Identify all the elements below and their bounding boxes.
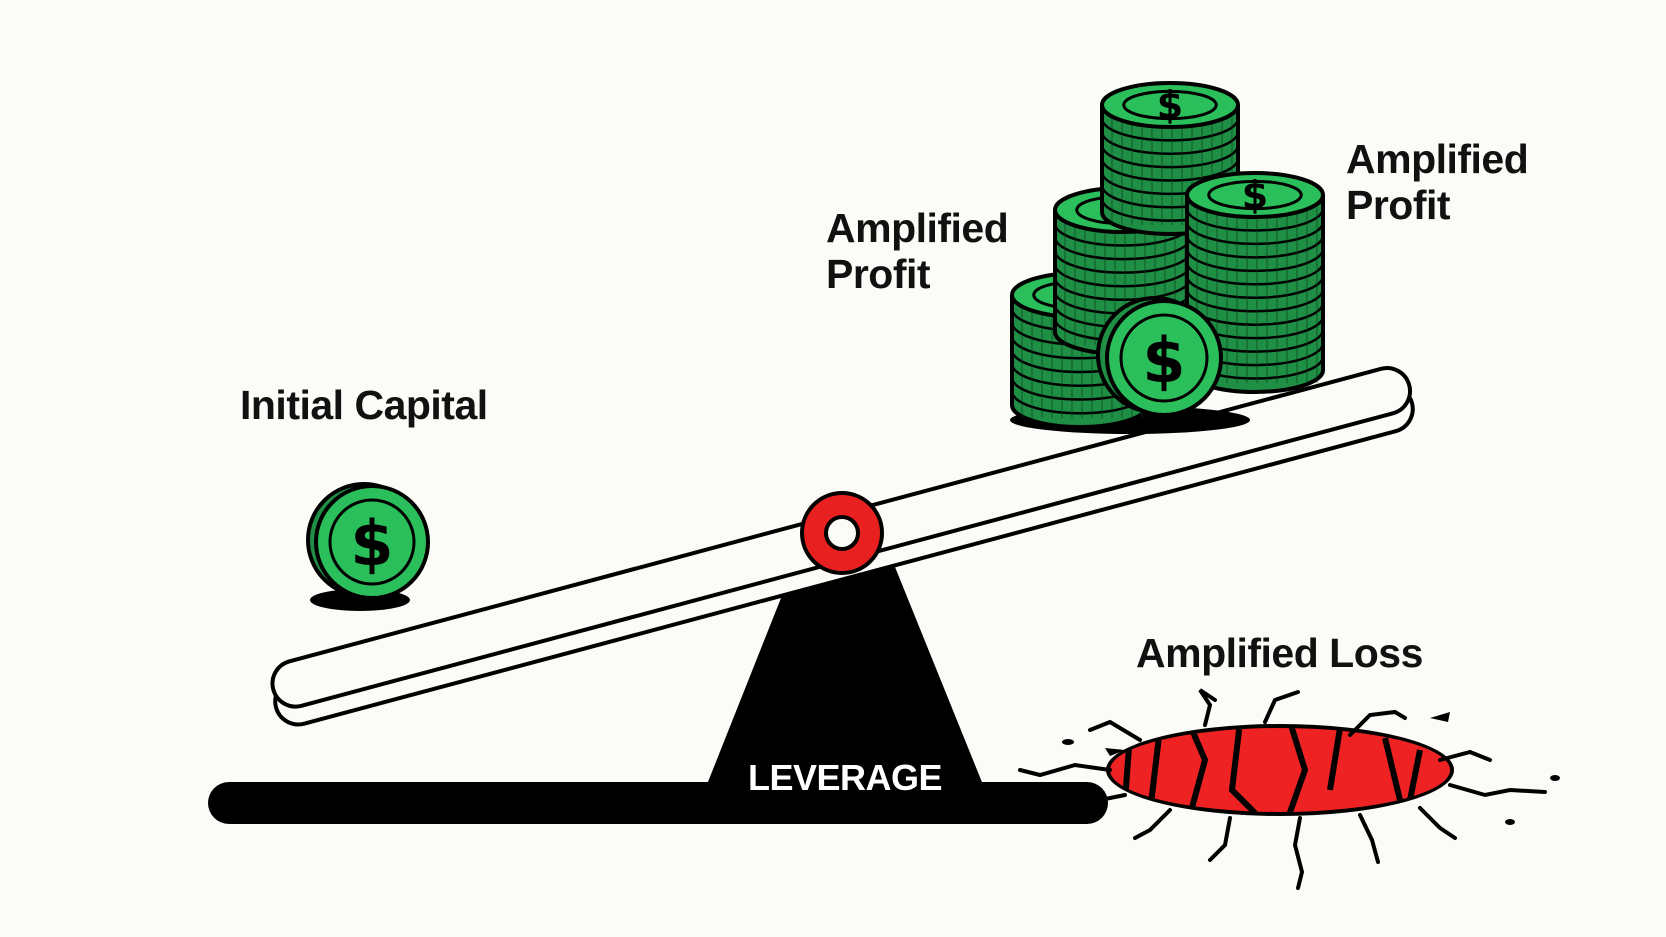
profit-right-line2: Profit: [1346, 182, 1451, 228]
leverage-label: LEVERAGE: [748, 757, 942, 798]
dollar-sign: $: [1142, 324, 1185, 397]
initial-capital-text: Initial Capital: [240, 382, 488, 428]
fulcrum: [700, 520, 990, 802]
initial-capital-label: Initial Capital: [240, 382, 488, 428]
front-coin: $: [1096, 296, 1223, 417]
amplified-profit-left-label: Amplified Profit: [826, 205, 1009, 297]
dollar-sign: $: [1242, 173, 1268, 217]
pivot: [800, 491, 884, 575]
dollar-sign: $: [350, 507, 393, 580]
profit-left-line2: Profit: [826, 251, 931, 297]
initial-capital-coin: $: [306, 482, 430, 600]
profit-left-line1: Amplified: [826, 205, 1009, 251]
dollar-sign: $: [1157, 83, 1183, 127]
amplified-loss-label: Amplified Loss: [1136, 630, 1423, 676]
amplified-loss-text: Amplified Loss: [1136, 630, 1423, 676]
amplified-profit-right-label: Amplified Profit: [1346, 136, 1529, 228]
profit-right-line1: Amplified: [1346, 136, 1529, 182]
